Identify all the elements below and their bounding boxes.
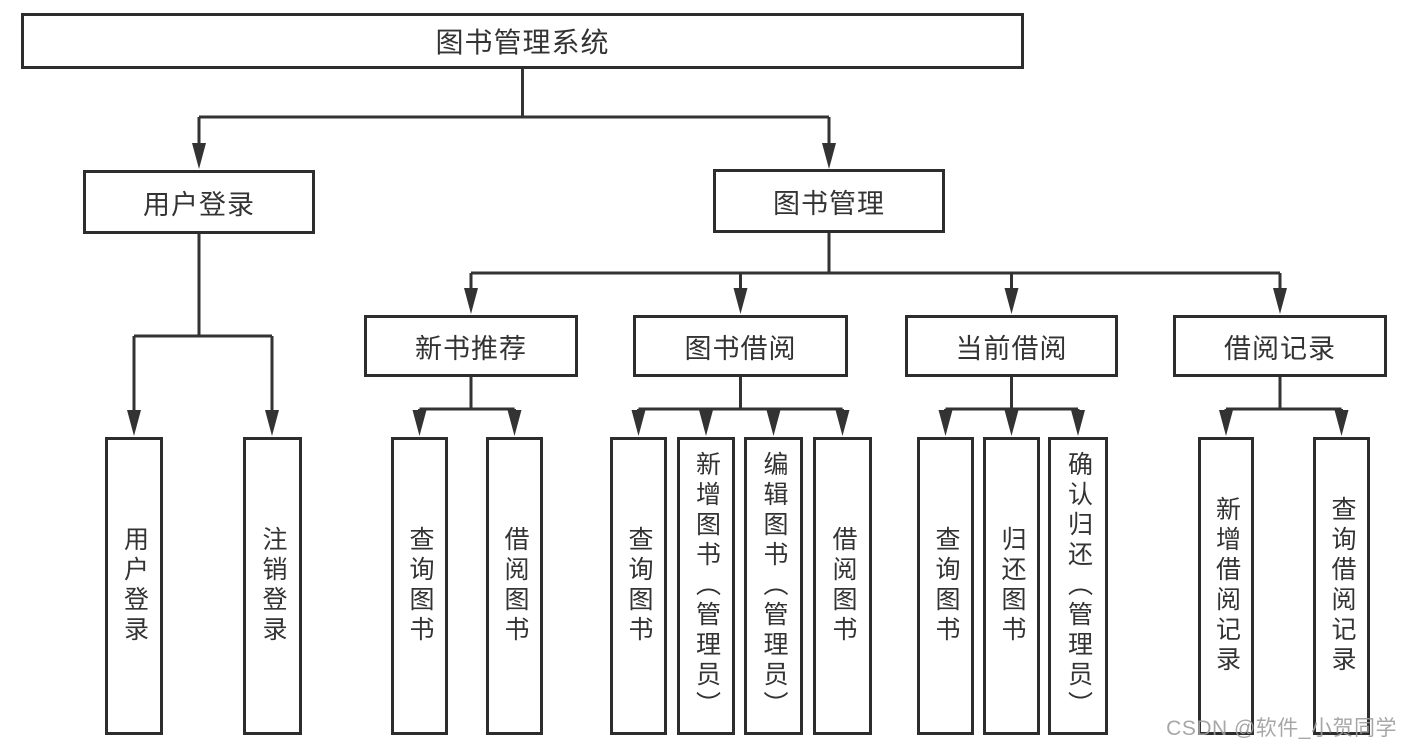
- arrowhead-icon: [699, 410, 713, 436]
- leaf-confirm-return-admin: 确认归还（管理员）: [1048, 437, 1108, 735]
- leaf-query-books-borrow: 查询图书: [610, 437, 667, 735]
- leaf-query-books-recommend: 查询图书: [391, 437, 448, 735]
- arrowhead-icon: [766, 410, 781, 436]
- arrowhead-icon: [835, 410, 850, 436]
- leaf-user-login: 用户登录: [105, 437, 163, 735]
- node-borrow-records: 借阅记录: [1173, 315, 1387, 377]
- arrowhead-icon: [265, 410, 279, 436]
- arrowhead-icon: [192, 143, 206, 169]
- arrowhead-icon: [822, 143, 836, 169]
- arrowhead-icon: [412, 410, 427, 436]
- leaf-return-books: 归还图书: [983, 437, 1040, 735]
- arrowhead-icon: [733, 288, 748, 314]
- node-book-management-branch: 图书管理: [713, 169, 945, 233]
- csdn-watermark: CSDN @软件_小贺同学: [1166, 717, 1397, 740]
- leaf-add-books-admin: 新增图书（管理员）: [677, 437, 735, 735]
- leaf-query-borrow-record: 查询借阅记录: [1313, 437, 1370, 735]
- arrowhead-icon: [1004, 410, 1019, 436]
- arrowhead-icon: [507, 410, 522, 436]
- node-current-borrow: 当前借阅: [905, 315, 1118, 377]
- arrowhead-icon: [1273, 288, 1287, 314]
- leaf-edit-books-admin: 编辑图书（管理员）: [744, 437, 803, 735]
- arrowhead-icon: [1219, 410, 1233, 436]
- leaf-logout: 注销登录: [243, 437, 302, 735]
- node-book-borrow: 图书借阅: [633, 315, 848, 377]
- arrowhead-icon: [127, 410, 141, 436]
- leaf-query-books-current: 查询图书: [917, 437, 974, 735]
- arrowhead-group: [127, 143, 1349, 436]
- leaf-borrow-books-recommend: 借阅图书: [486, 437, 543, 735]
- node-user-login-branch: 用户登录: [83, 170, 315, 234]
- node-system-root: 图书管理系统: [21, 13, 1024, 69]
- arrowhead-icon: [1071, 410, 1085, 436]
- leaf-add-borrow-record: 新增借阅记录: [1198, 437, 1254, 735]
- arrowhead-icon: [938, 410, 953, 436]
- leaf-borrow-books: 借阅图书: [813, 437, 872, 735]
- arrowhead-icon: [464, 288, 478, 314]
- node-new-book-recommend: 新书推荐: [364, 315, 578, 377]
- arrowhead-icon: [631, 410, 646, 436]
- arrowhead-icon: [1334, 410, 1349, 436]
- arrowhead-icon: [1004, 288, 1019, 314]
